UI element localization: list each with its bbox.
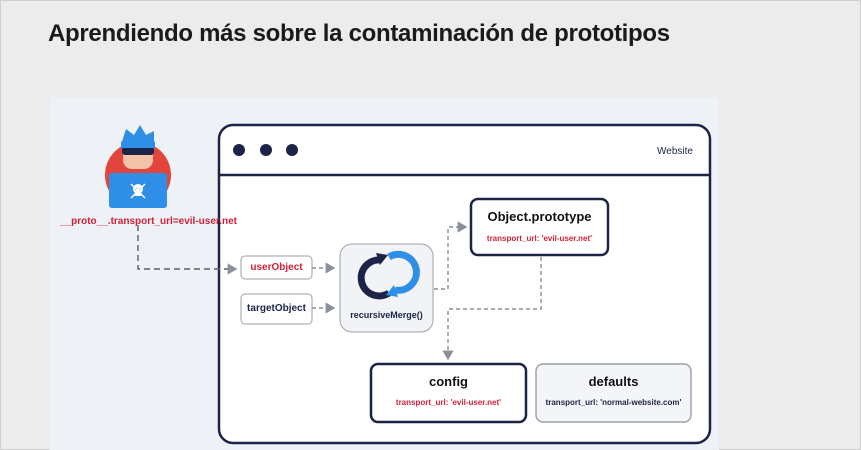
- arrow-icon: [442, 257, 542, 361]
- recursive-merge-label: recursiveMerge(): [350, 310, 423, 320]
- attacker-payload-label: __proto__.transport_url=evil-user.net: [60, 216, 238, 227]
- object-prototype-property: transport_url: 'evil-user.net': [486, 234, 593, 243]
- user-object-label: userObject: [250, 262, 303, 273]
- config-property: transport_url: 'evil-user.net': [395, 398, 502, 407]
- config-title: config: [429, 374, 468, 389]
- attacker-arrow: [137, 225, 238, 275]
- diagram-canvas: [105, 123, 712, 445]
- window-dot-icon: [286, 144, 298, 156]
- window-dot-icon: [260, 144, 272, 156]
- target-object-label: targetObject: [247, 303, 306, 314]
- window-dot-icon: [233, 144, 245, 156]
- config-box: [369, 362, 528, 424]
- arrow-icon: [434, 221, 468, 290]
- target-object-box: [240, 293, 313, 325]
- defaults-property: transport_url: 'normal-website.com': [545, 398, 682, 407]
- recursive-merge-icon: [357, 250, 420, 300]
- hacker-avatar-icon: [105, 125, 171, 208]
- object-prototype-title: Object.prototype: [487, 209, 592, 224]
- object-prototype-box: [469, 197, 610, 257]
- prototype-pollution-diagram: __proto__.transport_url=evil-user.net We…: [50, 97, 719, 450]
- website-label: Website: [657, 146, 693, 157]
- defaults-box: [535, 363, 692, 423]
- defaults-title: defaults: [588, 374, 639, 389]
- page-title: Aprendiendo más sobre la contaminación d…: [48, 20, 670, 47]
- skull-icon: [130, 183, 146, 199]
